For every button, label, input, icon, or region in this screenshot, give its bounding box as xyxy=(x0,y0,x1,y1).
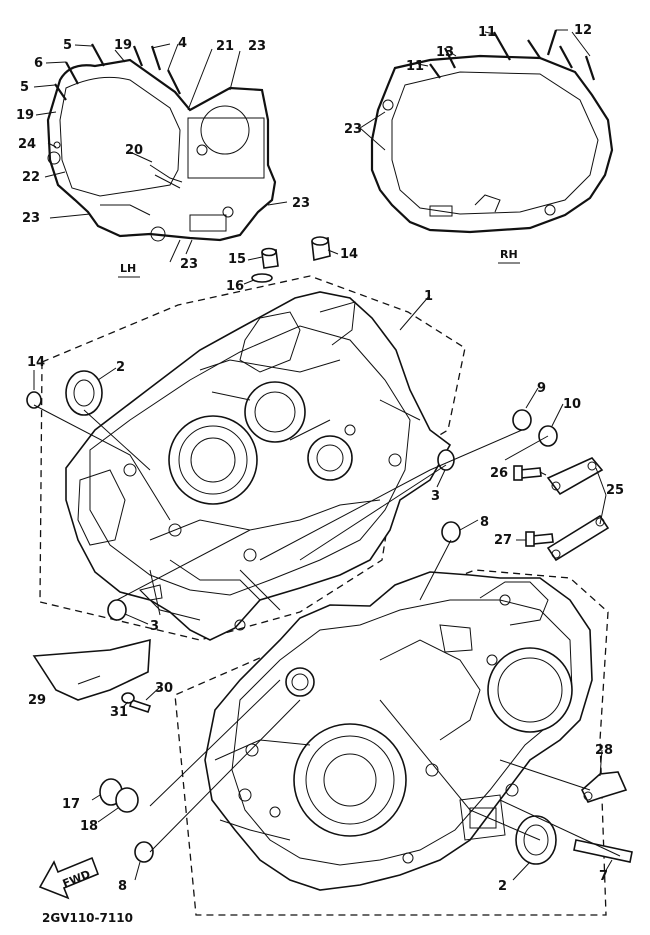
callout-11: 11 xyxy=(406,59,424,74)
callout-23: 23 xyxy=(248,39,266,54)
callout-3: 3 xyxy=(150,619,159,634)
callout-2: 2 xyxy=(116,360,125,375)
left-crankcase-half xyxy=(65,291,452,641)
callout-1: 1 xyxy=(424,289,433,304)
callout-3: 3 xyxy=(431,489,440,504)
callout-20: 20 xyxy=(125,143,143,158)
callout-12: 12 xyxy=(574,23,592,38)
callout-28: 28 xyxy=(595,743,613,758)
callout-13: 13 xyxy=(436,45,454,60)
callout-23: 23 xyxy=(344,122,362,137)
callout-30: 30 xyxy=(155,681,173,696)
callout-26: 26 xyxy=(490,466,508,481)
callout-29: 29 xyxy=(28,693,46,708)
side-labels: LH RH xyxy=(118,248,520,278)
lh-crankcase-gasket xyxy=(46,43,277,242)
callout-17: 17 xyxy=(62,797,80,812)
callout-25: 25 xyxy=(606,483,624,498)
callout-14: 14 xyxy=(340,247,358,262)
callout-2: 2 xyxy=(498,879,507,894)
callout-7: 7 xyxy=(599,869,608,884)
callout-10: 10 xyxy=(563,397,581,412)
callout-24: 24 xyxy=(18,137,36,152)
right-crankcase-half xyxy=(204,571,593,891)
callout-31: 31 xyxy=(110,705,128,720)
callout-8: 8 xyxy=(480,515,489,530)
callout-23: 23 xyxy=(292,196,310,211)
callout-16: 16 xyxy=(226,279,244,294)
rh-label: RH xyxy=(500,248,518,261)
callout-5: 5 xyxy=(20,80,29,95)
callout-9: 9 xyxy=(537,381,546,396)
rh-crankcase-gasket xyxy=(370,29,614,234)
callout-19: 19 xyxy=(114,38,132,53)
callout-21: 21 xyxy=(216,39,234,54)
callout-labels: 5 19 4 21 23 6 5 19 24 20 22 23 23 23 11… xyxy=(16,23,624,894)
callout-15: 15 xyxy=(228,252,246,267)
callout-19: 19 xyxy=(16,108,34,123)
callout-6: 6 xyxy=(34,56,43,71)
callout-27: 27 xyxy=(494,533,512,548)
callout-23: 23 xyxy=(180,257,198,272)
forward-arrow-icon: FWD xyxy=(38,856,100,900)
callout-22: 22 xyxy=(22,170,40,185)
callout-8: 8 xyxy=(118,879,127,894)
callout-4: 4 xyxy=(178,36,187,51)
lh-label: LH xyxy=(120,262,136,275)
callout-14: 14 xyxy=(27,355,45,370)
callout-23: 23 xyxy=(22,211,40,226)
callout-11: 11 xyxy=(478,25,496,40)
callout-18: 18 xyxy=(80,819,98,834)
leader-lines xyxy=(33,29,621,881)
callout-5: 5 xyxy=(63,38,72,53)
part-code: 2GV110-7110 xyxy=(42,911,133,925)
